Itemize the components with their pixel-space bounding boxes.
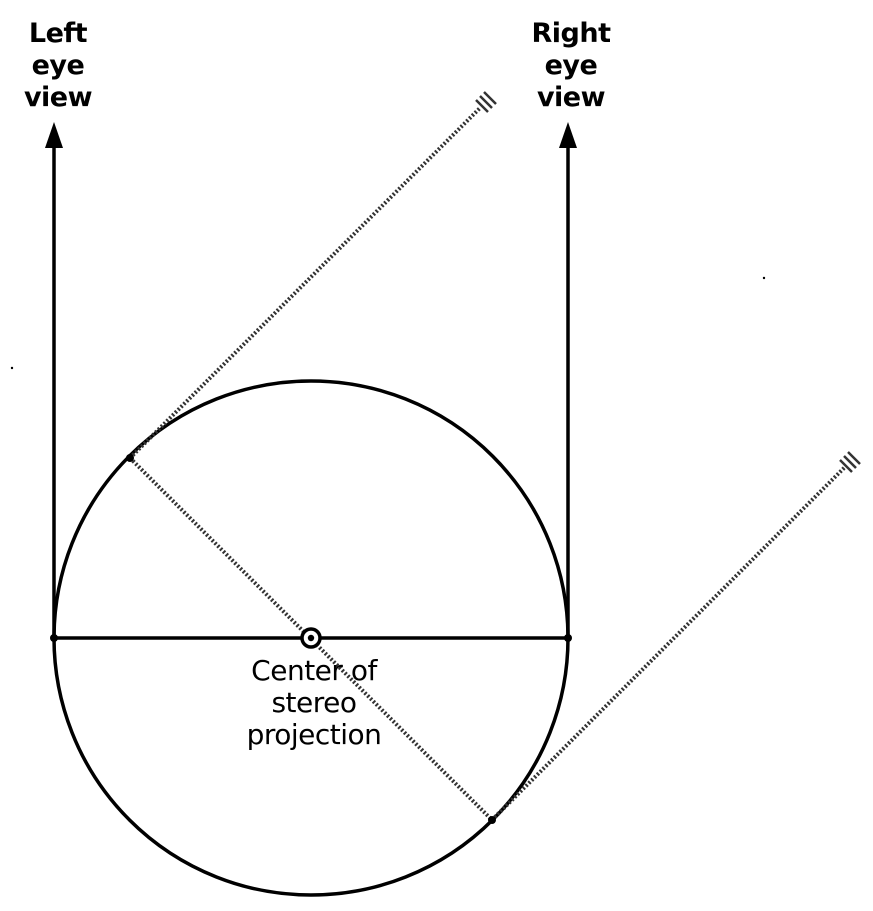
right-eye-arrowhead xyxy=(559,122,577,148)
scan-speck xyxy=(10,366,14,370)
right-label-line: eye xyxy=(544,50,598,81)
center-label-line: stereo xyxy=(271,686,357,719)
right-eye-view-label: Right eye view xyxy=(519,18,623,114)
right-label-line: Right xyxy=(531,18,611,49)
lower-ray-tip xyxy=(839,451,861,473)
right-endpoint xyxy=(564,634,572,642)
left-label-line: Left xyxy=(28,18,88,49)
scan-speck xyxy=(762,276,766,280)
upper-ray-tip xyxy=(475,91,497,113)
center-marker-inner xyxy=(307,634,315,642)
center-label-line: Center of xyxy=(251,654,377,687)
lower-tangent-ray xyxy=(490,465,847,822)
center-label-line: projection xyxy=(246,718,382,751)
center-of-projection-label: Center of stereo projection xyxy=(222,655,406,751)
dotted-diameter xyxy=(128,456,494,822)
right-label-line: view xyxy=(536,82,606,113)
upper-tangent-ray xyxy=(128,106,482,460)
left-eye-view-label: Left eye view xyxy=(10,18,106,114)
left-label-line: view xyxy=(23,82,93,113)
left-endpoint xyxy=(50,634,58,642)
left-eye-arrowhead xyxy=(45,122,63,148)
left-label-line: eye xyxy=(31,50,85,81)
upper-tangent-point xyxy=(126,454,134,462)
lower-tangent-point xyxy=(488,816,496,824)
